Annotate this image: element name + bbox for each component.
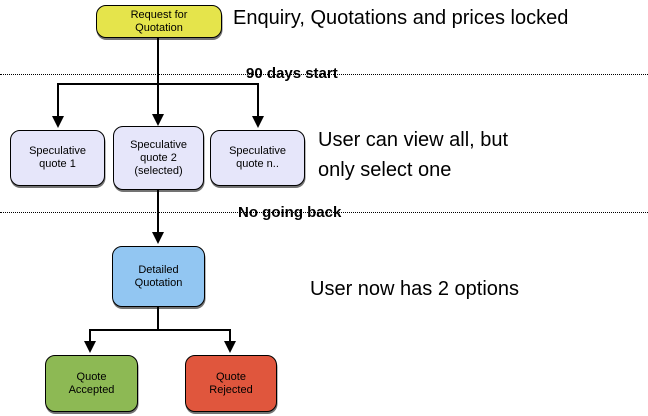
arrowhead-spec1-icon — [52, 116, 64, 128]
connector-to-spec3 — [257, 83, 259, 116]
connector-to-rejected — [229, 329, 231, 342]
annotation-enquiry-prices-locked: Enquiry, Quotations and prices locked — [233, 7, 569, 29]
arrowhead-spec3-icon — [252, 116, 264, 128]
node-label: Quote Accepted — [68, 370, 115, 396]
node-label: Quote Rejected — [209, 370, 253, 396]
connector-detailed-down — [157, 306, 159, 331]
connector-to-accepted — [89, 329, 91, 342]
node-speculative-quote-1: Speculative quote 1 — [10, 130, 105, 186]
node-speculative-quote-2: Speculative quote 2 (selected) — [113, 126, 204, 190]
phase-label-no-going-back: No going back — [238, 204, 342, 221]
annotation-user-two-options: User now has 2 options — [310, 278, 520, 300]
node-label: Speculative quote 1 — [29, 145, 86, 170]
node-quote-rejected: Quote Rejected — [185, 355, 277, 412]
connector-branch-bottom — [89, 329, 231, 331]
phase-divider-line-2 — [0, 212, 648, 213]
arrowhead-rejected-icon — [224, 341, 236, 353]
node-speculative-quote-n: Speculative quote n.. — [210, 130, 305, 186]
node-label: Request for Quotation — [130, 8, 188, 34]
phase-divider-line-1 — [0, 74, 648, 75]
node-label: Speculative quote n.. — [229, 145, 286, 170]
node-label: Detailed Quotation — [134, 263, 183, 289]
node-request-for-quotation: Request for Quotation — [96, 5, 222, 38]
node-detailed-quotation: Detailed Quotation — [112, 246, 205, 307]
arrowhead-detailed-icon — [152, 232, 164, 244]
node-quote-accepted: Quote Accepted — [45, 355, 138, 412]
connector-request-down — [157, 38, 159, 84]
connector-spec2-to-detailed — [157, 190, 159, 232]
arrowhead-accepted-icon — [84, 341, 96, 353]
connector-to-spec2 — [157, 83, 159, 114]
annotation-user-can-view-all: User can view all, but only select one — [318, 129, 509, 181]
connector-to-spec1 — [57, 83, 59, 116]
phase-label-90-days-start: 90 days start — [246, 65, 338, 82]
arrowhead-spec2-icon — [152, 114, 164, 126]
node-label: Speculative quote 2 (selected) — [130, 138, 187, 177]
